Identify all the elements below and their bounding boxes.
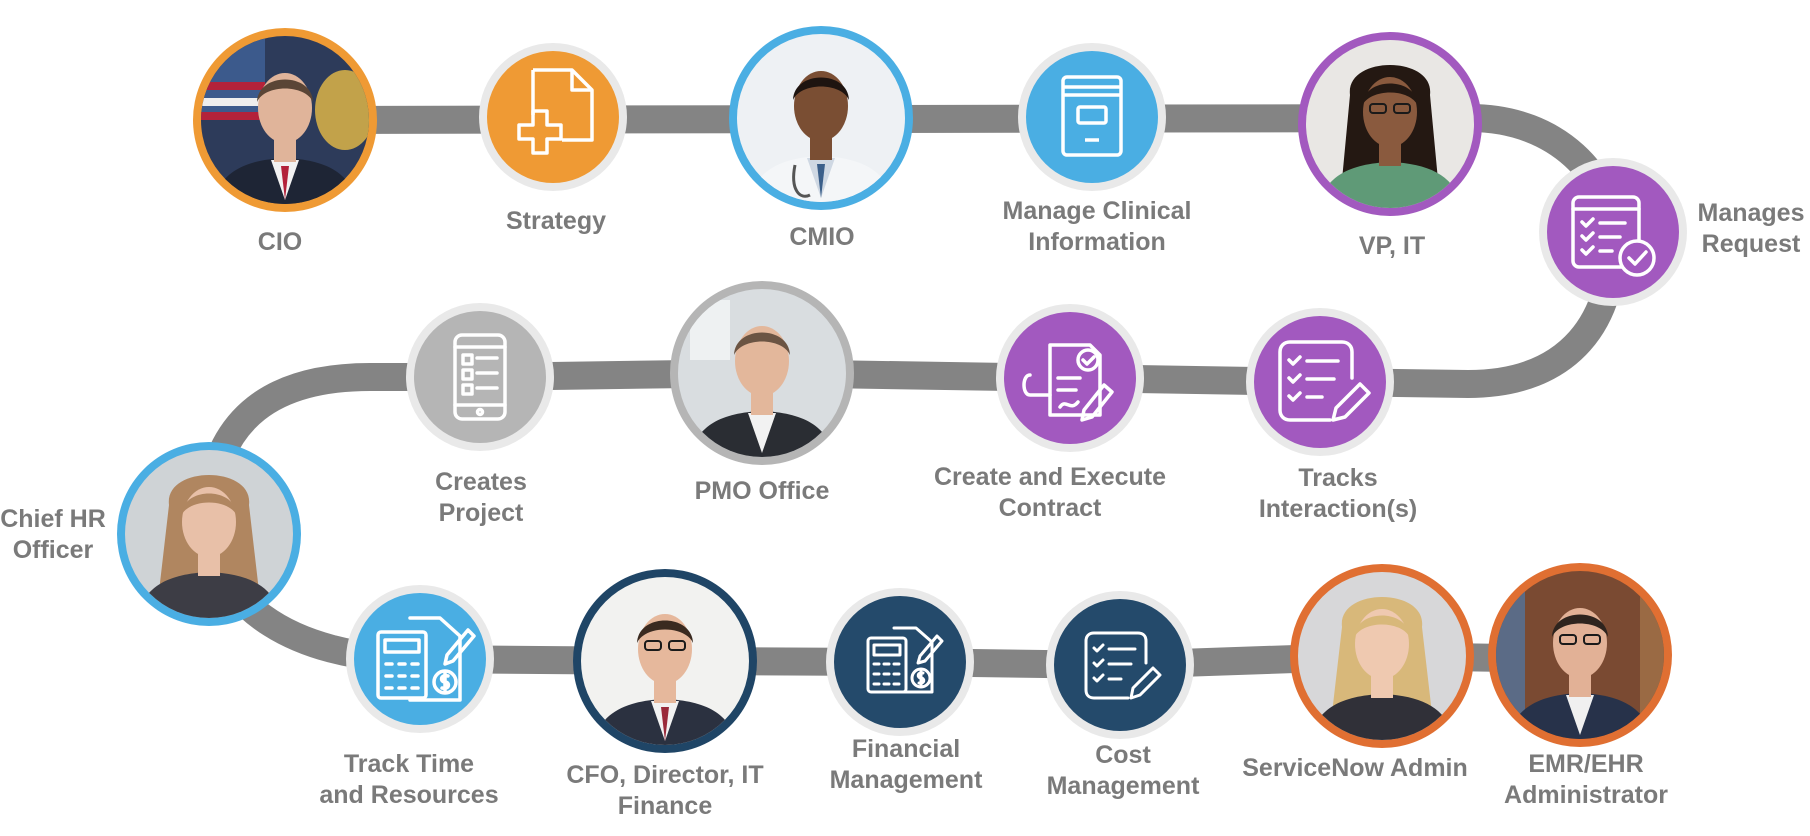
node-cmio <box>729 26 913 210</box>
node-label-manages-line1: Manages <box>1697 199 1805 227</box>
node-label-contract-line2: Contract <box>998 494 1102 522</box>
node-label-pmo: PMO Office <box>695 476 830 507</box>
node-label-cio: CIO <box>258 227 302 258</box>
node-label-strategy-line1: Strategy <box>505 207 607 235</box>
node-label-cmio-line1: CMIO <box>789 223 855 251</box>
node-creates <box>406 303 554 451</box>
node-label-tracks: Tracks Interaction(s) <box>1259 463 1417 525</box>
node-label-chro-line1: Chief HR <box>0 505 106 533</box>
node-label-tracktime-line2: and Resources <box>319 781 499 809</box>
node-label-tracktime-line1: Track Time <box>343 750 475 778</box>
node-label-clinical: Manage Clinical Information <box>1003 196 1192 258</box>
node-label-cost-line2: Management <box>1046 772 1200 800</box>
node-label-contract: Create and Execute Contract <box>934 462 1166 524</box>
node-label-tracktime: Track Time and Resources <box>319 749 498 811</box>
node-label-emr-line2: Administrator <box>1504 781 1668 809</box>
node-label-financial-line2: Management <box>829 766 983 794</box>
calculator-money-icon <box>376 616 476 702</box>
node-cfo <box>573 569 757 753</box>
node-label-cfo: CFO, Director, IT Finance <box>566 760 763 822</box>
calculator-money-icon <box>866 626 944 694</box>
node-label-emr: EMR/EHR Administrator <box>1504 749 1668 811</box>
node-label-manages: Manages Request <box>1698 198 1805 260</box>
node-label-snadmin: ServiceNow Admin <box>1242 753 1468 784</box>
node-label-creates-line2: Project <box>438 499 524 527</box>
node-label-chro: Chief HR Officer <box>0 504 106 566</box>
node-contract <box>996 304 1144 452</box>
node-cio <box>193 28 377 212</box>
book-icon <box>1061 75 1123 157</box>
node-label-vpit: VP, IT <box>1359 231 1425 262</box>
node-label-strategy: Strategy <box>506 206 606 237</box>
node-label-clinical-line2: Information <box>1028 228 1166 256</box>
node-label-cio-line1: CIO <box>257 228 303 256</box>
node-label-pmo-line1: PMO Office <box>694 477 830 505</box>
node-label-contract-line1: Create and Execute <box>933 463 1167 491</box>
node-label-creates: Creates Project <box>435 467 527 529</box>
node-vpit <box>1298 32 1482 216</box>
node-label-cost-line1: Cost <box>1095 741 1151 769</box>
node-financial <box>826 588 974 736</box>
mobile-app-icon <box>453 333 507 421</box>
checklist-pencil-icon <box>1278 340 1371 422</box>
vpit-avatar <box>1306 40 1474 208</box>
node-snadmin <box>1290 564 1474 748</box>
node-label-tracks-line2: Interaction(s) <box>1258 495 1418 523</box>
node-label-chro-line2: Officer <box>12 536 94 564</box>
checklist-check-icon <box>1571 195 1656 277</box>
node-label-cfo-line2: Finance <box>617 792 713 820</box>
node-label-snadmin-line1: ServiceNow Admin <box>1242 754 1468 782</box>
node-label-emr-line1: EMR/EHR <box>1528 750 1644 778</box>
node-label-cmio: CMIO <box>789 222 854 253</box>
node-emr <box>1488 563 1672 747</box>
contract-sign-icon <box>1022 343 1114 422</box>
node-label-clinical-line1: Manage Clinical <box>1002 197 1192 225</box>
node-clinical <box>1018 43 1166 191</box>
checklist-pencil-icon <box>1084 631 1162 700</box>
node-tracktime <box>346 585 494 733</box>
node-strategy <box>479 43 627 191</box>
node-label-vpit-line1: VP, IT <box>1358 232 1426 260</box>
node-label-financial: Financial Management <box>830 734 983 796</box>
node-cost <box>1046 591 1194 739</box>
node-label-manages-line2: Request <box>1701 230 1801 258</box>
node-pmo <box>670 281 854 465</box>
document-plus-icon <box>517 68 594 155</box>
node-manages <box>1539 158 1687 306</box>
node-label-tracks-line1: Tracks <box>1298 464 1378 492</box>
node-chro <box>117 442 301 626</box>
node-tracks <box>1246 308 1394 456</box>
node-label-cost: Cost Management <box>1047 740 1200 802</box>
node-label-cfo-line1: CFO, Director, IT <box>566 761 764 789</box>
node-label-creates-line1: Creates <box>435 468 527 496</box>
chro-avatar <box>125 450 293 618</box>
node-label-financial-line1: Financial <box>851 735 961 763</box>
